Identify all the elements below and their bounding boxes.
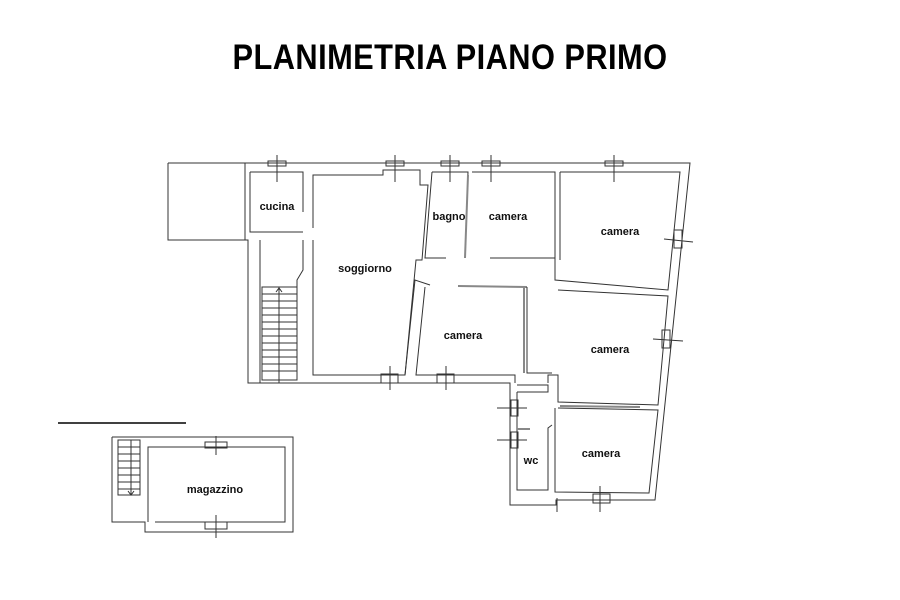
page-title: PLANIMETRIA PIANO PRIMO [232,38,668,77]
staircase [261,286,298,383]
room-label-wc: wc [523,455,539,467]
room-label-magazzino: magazzino [187,484,244,496]
room-label-bagno: bagno [433,211,466,223]
room-label-camera-1: camera [489,211,528,223]
room-labels: cucina soggiorno bagno camera camera cam… [187,201,640,496]
room-label-camera-2: camera [601,226,640,238]
windows [267,155,694,512]
room-label-camera-3: camera [444,330,483,342]
room-label-soggiorno: soggiorno [338,263,392,275]
room-label-camera-4: camera [591,344,630,356]
room-label-camera-5: camera [582,448,621,460]
magazzino-walls [111,436,294,538]
magazzino-staircase [117,439,141,496]
room-label-cucina: cucina [260,201,296,213]
main-floor-walls [167,162,691,506]
